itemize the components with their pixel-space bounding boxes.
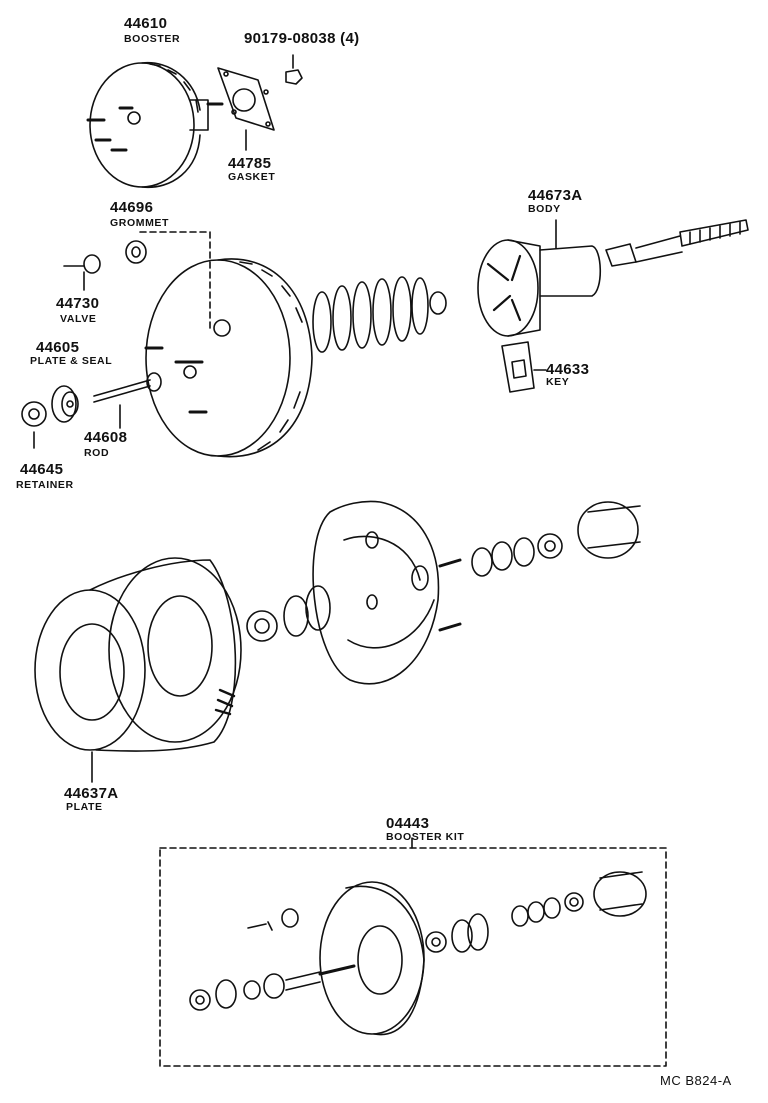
valve-drawing xyxy=(64,255,100,290)
body-drawing xyxy=(478,220,748,336)
grommet-part-name: GROMMET xyxy=(110,217,170,229)
key-drawing xyxy=(502,342,534,392)
nut-drawing xyxy=(286,55,302,84)
seal-rings-drawing xyxy=(284,586,330,636)
plate-part-number: 44637A xyxy=(64,785,119,802)
nut-part-number: 90179-08038 (4) xyxy=(244,30,360,47)
rod-part-name: ROD xyxy=(84,447,110,459)
booster-part-number: 44610 xyxy=(124,15,168,32)
plate-drawing xyxy=(35,558,241,751)
retainer-part-name: RETAINER xyxy=(16,479,74,491)
gasket-part-number: 44785 xyxy=(228,155,272,172)
front-shell-drawing xyxy=(313,501,460,683)
retainer-part-number: 44645 xyxy=(20,461,64,478)
booster-kit-part-name: BOOSTER KIT xyxy=(386,831,465,843)
spring-drawing xyxy=(313,277,446,352)
booster-kit-outline xyxy=(160,848,666,1066)
rod-part-number: 44608 xyxy=(84,429,128,446)
key-part-name: KEY xyxy=(546,376,570,388)
retainer-drawing xyxy=(22,402,46,448)
booster-shell-drawing xyxy=(140,232,312,457)
right-seals-drawing xyxy=(472,502,640,576)
booster-kit-drawing xyxy=(190,872,646,1035)
grommet-drawing xyxy=(126,241,146,263)
booster-kit-part-number: 04443 xyxy=(386,815,430,832)
diagram-reference: MC B824-A xyxy=(660,1073,732,1088)
retainer-ring-drawing xyxy=(247,611,277,641)
body-part-name: BODY xyxy=(528,203,561,215)
body-part-number: 44673A xyxy=(528,187,583,204)
booster-assembly-drawing xyxy=(88,63,222,188)
plate-seal-drawing xyxy=(52,386,78,422)
plate-part-name: PLATE xyxy=(66,801,103,813)
gasket-drawing xyxy=(218,68,274,130)
rod-drawing xyxy=(94,373,161,402)
plate-seal-part-name: PLATE & SEAL xyxy=(30,355,113,367)
grommet-part-number: 44696 xyxy=(110,199,154,216)
gasket-part-name: GASKET xyxy=(228,171,276,183)
key-part-number: 44633 xyxy=(546,361,590,378)
booster-part-name: BOOSTER xyxy=(124,33,181,45)
plate-seal-part-number: 44605 xyxy=(36,339,80,356)
valve-part-number: 44730 xyxy=(56,295,100,312)
valve-part-name: VALVE xyxy=(60,313,97,325)
